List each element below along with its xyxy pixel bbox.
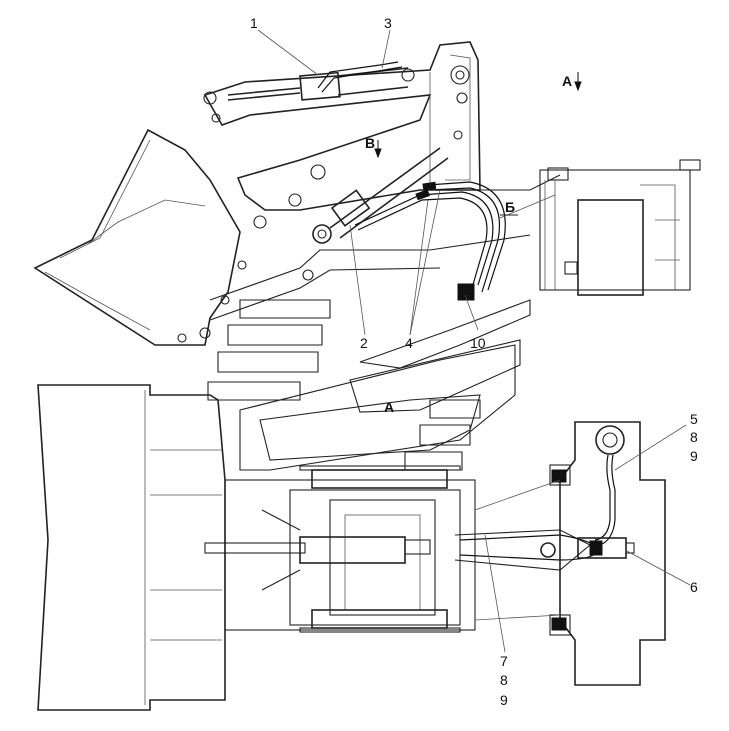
view-label-be: Б bbox=[505, 199, 515, 215]
callout-5: 5 bbox=[690, 411, 698, 427]
view-label-a-top: А bbox=[562, 73, 572, 89]
callout-2: 2 bbox=[360, 335, 368, 351]
callout-9-top: 9 bbox=[690, 448, 698, 464]
hose-routing-upper bbox=[354, 181, 506, 301]
loader-top-view bbox=[37, 384, 666, 711]
pressure-gauge bbox=[595, 425, 625, 455]
callout-labels: 1 3 2 4 10 5 8 9 6 7 8 9 А В Б А bbox=[250, 15, 698, 708]
rear-frame-top bbox=[539, 169, 691, 291]
valve-block bbox=[577, 199, 644, 296]
callout-7: 7 bbox=[500, 653, 508, 669]
callout-8-bottom: 8 bbox=[500, 672, 508, 688]
loader-side-view bbox=[33, 41, 701, 346]
leader-lines bbox=[257, 29, 691, 653]
callout-1: 1 bbox=[250, 15, 258, 31]
bucket-top-view bbox=[37, 384, 226, 711]
callout-10: 10 bbox=[470, 335, 486, 351]
view-label-b: В bbox=[365, 135, 375, 151]
callout-9-bottom: 9 bbox=[500, 692, 508, 708]
view-label-a-mid: А bbox=[384, 399, 394, 415]
bucket-outline bbox=[33, 128, 241, 346]
callout-3: 3 bbox=[384, 15, 392, 31]
callout-6: 6 bbox=[690, 579, 698, 595]
platform-steps bbox=[207, 299, 531, 471]
callout-4: 4 bbox=[405, 335, 413, 351]
callout-8-top: 8 bbox=[690, 429, 698, 445]
boom-arm bbox=[203, 41, 481, 211]
lift-cylinder bbox=[312, 147, 449, 244]
